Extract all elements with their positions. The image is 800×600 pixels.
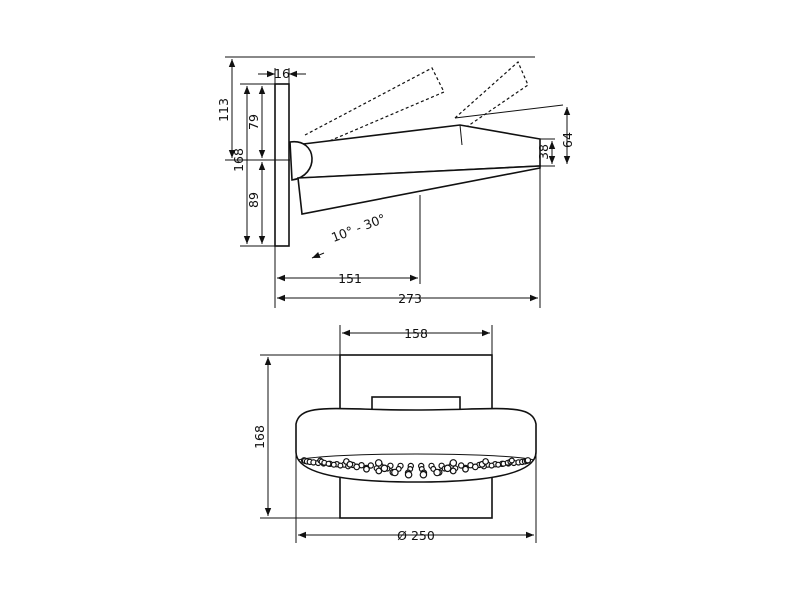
nozzle [482,458,490,465]
dim-label-89: 89 [246,192,261,208]
wall-plate [274,83,290,247]
dimension-lines-bottom [274,168,541,308]
nozzle [524,457,532,464]
dim-label-168-side: 168 [231,148,246,172]
nozzle [391,468,399,477]
nozzle [449,467,457,475]
nozzle [325,460,332,467]
dim-label-79: 79 [246,114,261,130]
dim-label-38: 38 [536,144,551,160]
joint-cylinder [289,141,313,181]
nozzle-pattern [300,457,532,479]
nozzle [346,460,354,468]
nozzle [508,457,515,464]
nozzle [449,459,458,467]
front-dimension-lines [260,325,537,543]
dim-label-16: 16 [274,66,290,81]
nozzle [462,465,469,473]
dim-label-168-front: 168 [252,425,267,449]
nozzle [419,470,428,479]
nozzle [471,463,479,471]
nozzle [404,470,413,479]
dim-label-64: 64 [560,132,575,148]
dimension-lines-left [225,56,535,247]
nozzle [374,459,383,467]
nozzle [353,463,361,471]
dim-label-diameter-250: Ø 250 [397,528,435,543]
front-view: 158 168 Ø 250 [252,325,537,543]
nozzle [488,462,495,469]
nozzle [380,464,389,473]
nozzle [495,461,502,468]
dimension-16 [258,68,306,84]
nozzle [433,468,441,477]
dimension-lines-right [540,107,571,167]
dim-label-113: 113 [216,98,231,122]
dim-label-158: 158 [404,326,428,341]
nozzle [443,464,452,473]
side-view: 113 79 168 89 16 38 64 151 273 10° - 30° [216,56,575,308]
angle-label: 10° - 30° [329,211,387,245]
tilted-arm-outline [304,61,564,146]
dim-label-273: 273 [398,291,422,306]
nozzle [363,465,370,473]
nozzle [330,461,337,468]
shower-head-disc [295,407,537,483]
dim-label-151: 151 [338,271,362,286]
nozzle [337,462,344,469]
nozzle [375,467,383,475]
